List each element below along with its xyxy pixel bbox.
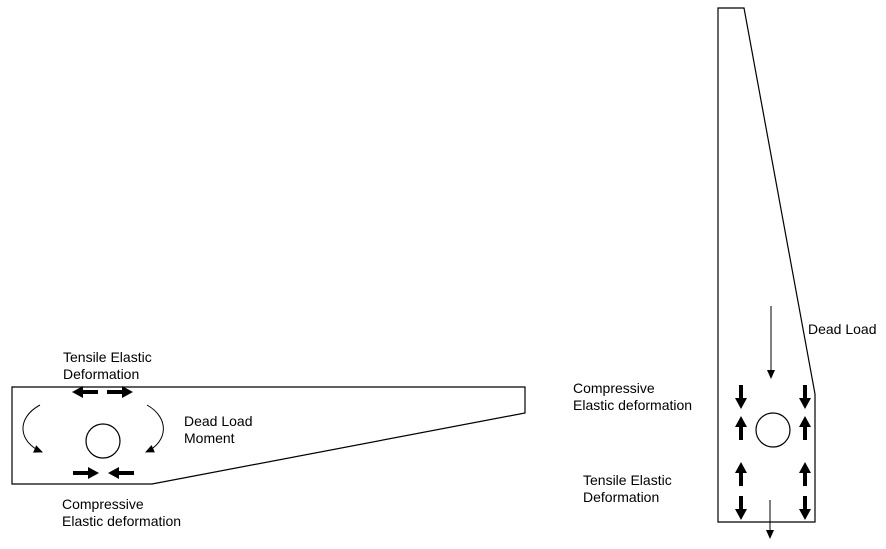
tensile-arrow-right: [107, 386, 133, 398]
compressive-arrow-left-pointing: [108, 467, 134, 479]
left-compressive-label-line2: Elastic deformation: [62, 513, 182, 529]
left-tensile-label-line2: Deformation: [63, 366, 140, 382]
moment-arrow-right: [145, 404, 164, 453]
right-tensile-label: Tensile Elastic Deformation: [583, 472, 672, 506]
right-column-hole: [755, 412, 791, 448]
left-moment-label-line1: Dead Load: [184, 413, 253, 429]
compressive-arrow-right-pointing: [73, 467, 99, 479]
compressive-arrow-right-down: [799, 385, 811, 409]
moment-arrow-left: [22, 404, 43, 453]
right-tensile-label-line1: Tensile Elastic: [583, 472, 672, 488]
tensile-arrow-left-down: [735, 496, 747, 520]
tensile-arrow-left-up: [735, 462, 747, 486]
compressive-arrow-right-up: [799, 416, 811, 440]
left-moment-label: Dead Load Moment: [184, 413, 253, 447]
left-compressive-label-line1: Compressive: [62, 496, 144, 512]
left-moment-label-line2: Moment: [184, 430, 235, 446]
compressive-arrow-left-down: [735, 385, 747, 409]
vertical-column-outline: [717, 7, 816, 523]
left-beam-hole: [85, 423, 121, 459]
right-dead-load-label: Dead Load: [808, 321, 877, 338]
tensile-arrow-right-up: [799, 462, 811, 486]
right-compressive-label-line1: Compressive: [573, 380, 655, 396]
right-compressive-label-line2: Elastic deformation: [573, 397, 693, 413]
tensile-arrow-left: [72, 386, 98, 398]
left-tensile-label: Tensile Elastic Deformation: [63, 349, 152, 383]
right-dead-load-label-text: Dead Load: [808, 321, 877, 337]
left-tensile-label-line1: Tensile Elastic: [63, 349, 152, 365]
horizontal-beam-outline: [11, 386, 526, 485]
tensile-arrow-right-down: [799, 496, 811, 520]
right-tensile-label-line2: Deformation: [583, 489, 660, 505]
right-compressive-label: Compressive Elastic deformation: [573, 380, 692, 414]
left-compressive-label: Compressive Elastic deformation: [62, 496, 181, 530]
compressive-arrow-left-up: [735, 416, 747, 440]
